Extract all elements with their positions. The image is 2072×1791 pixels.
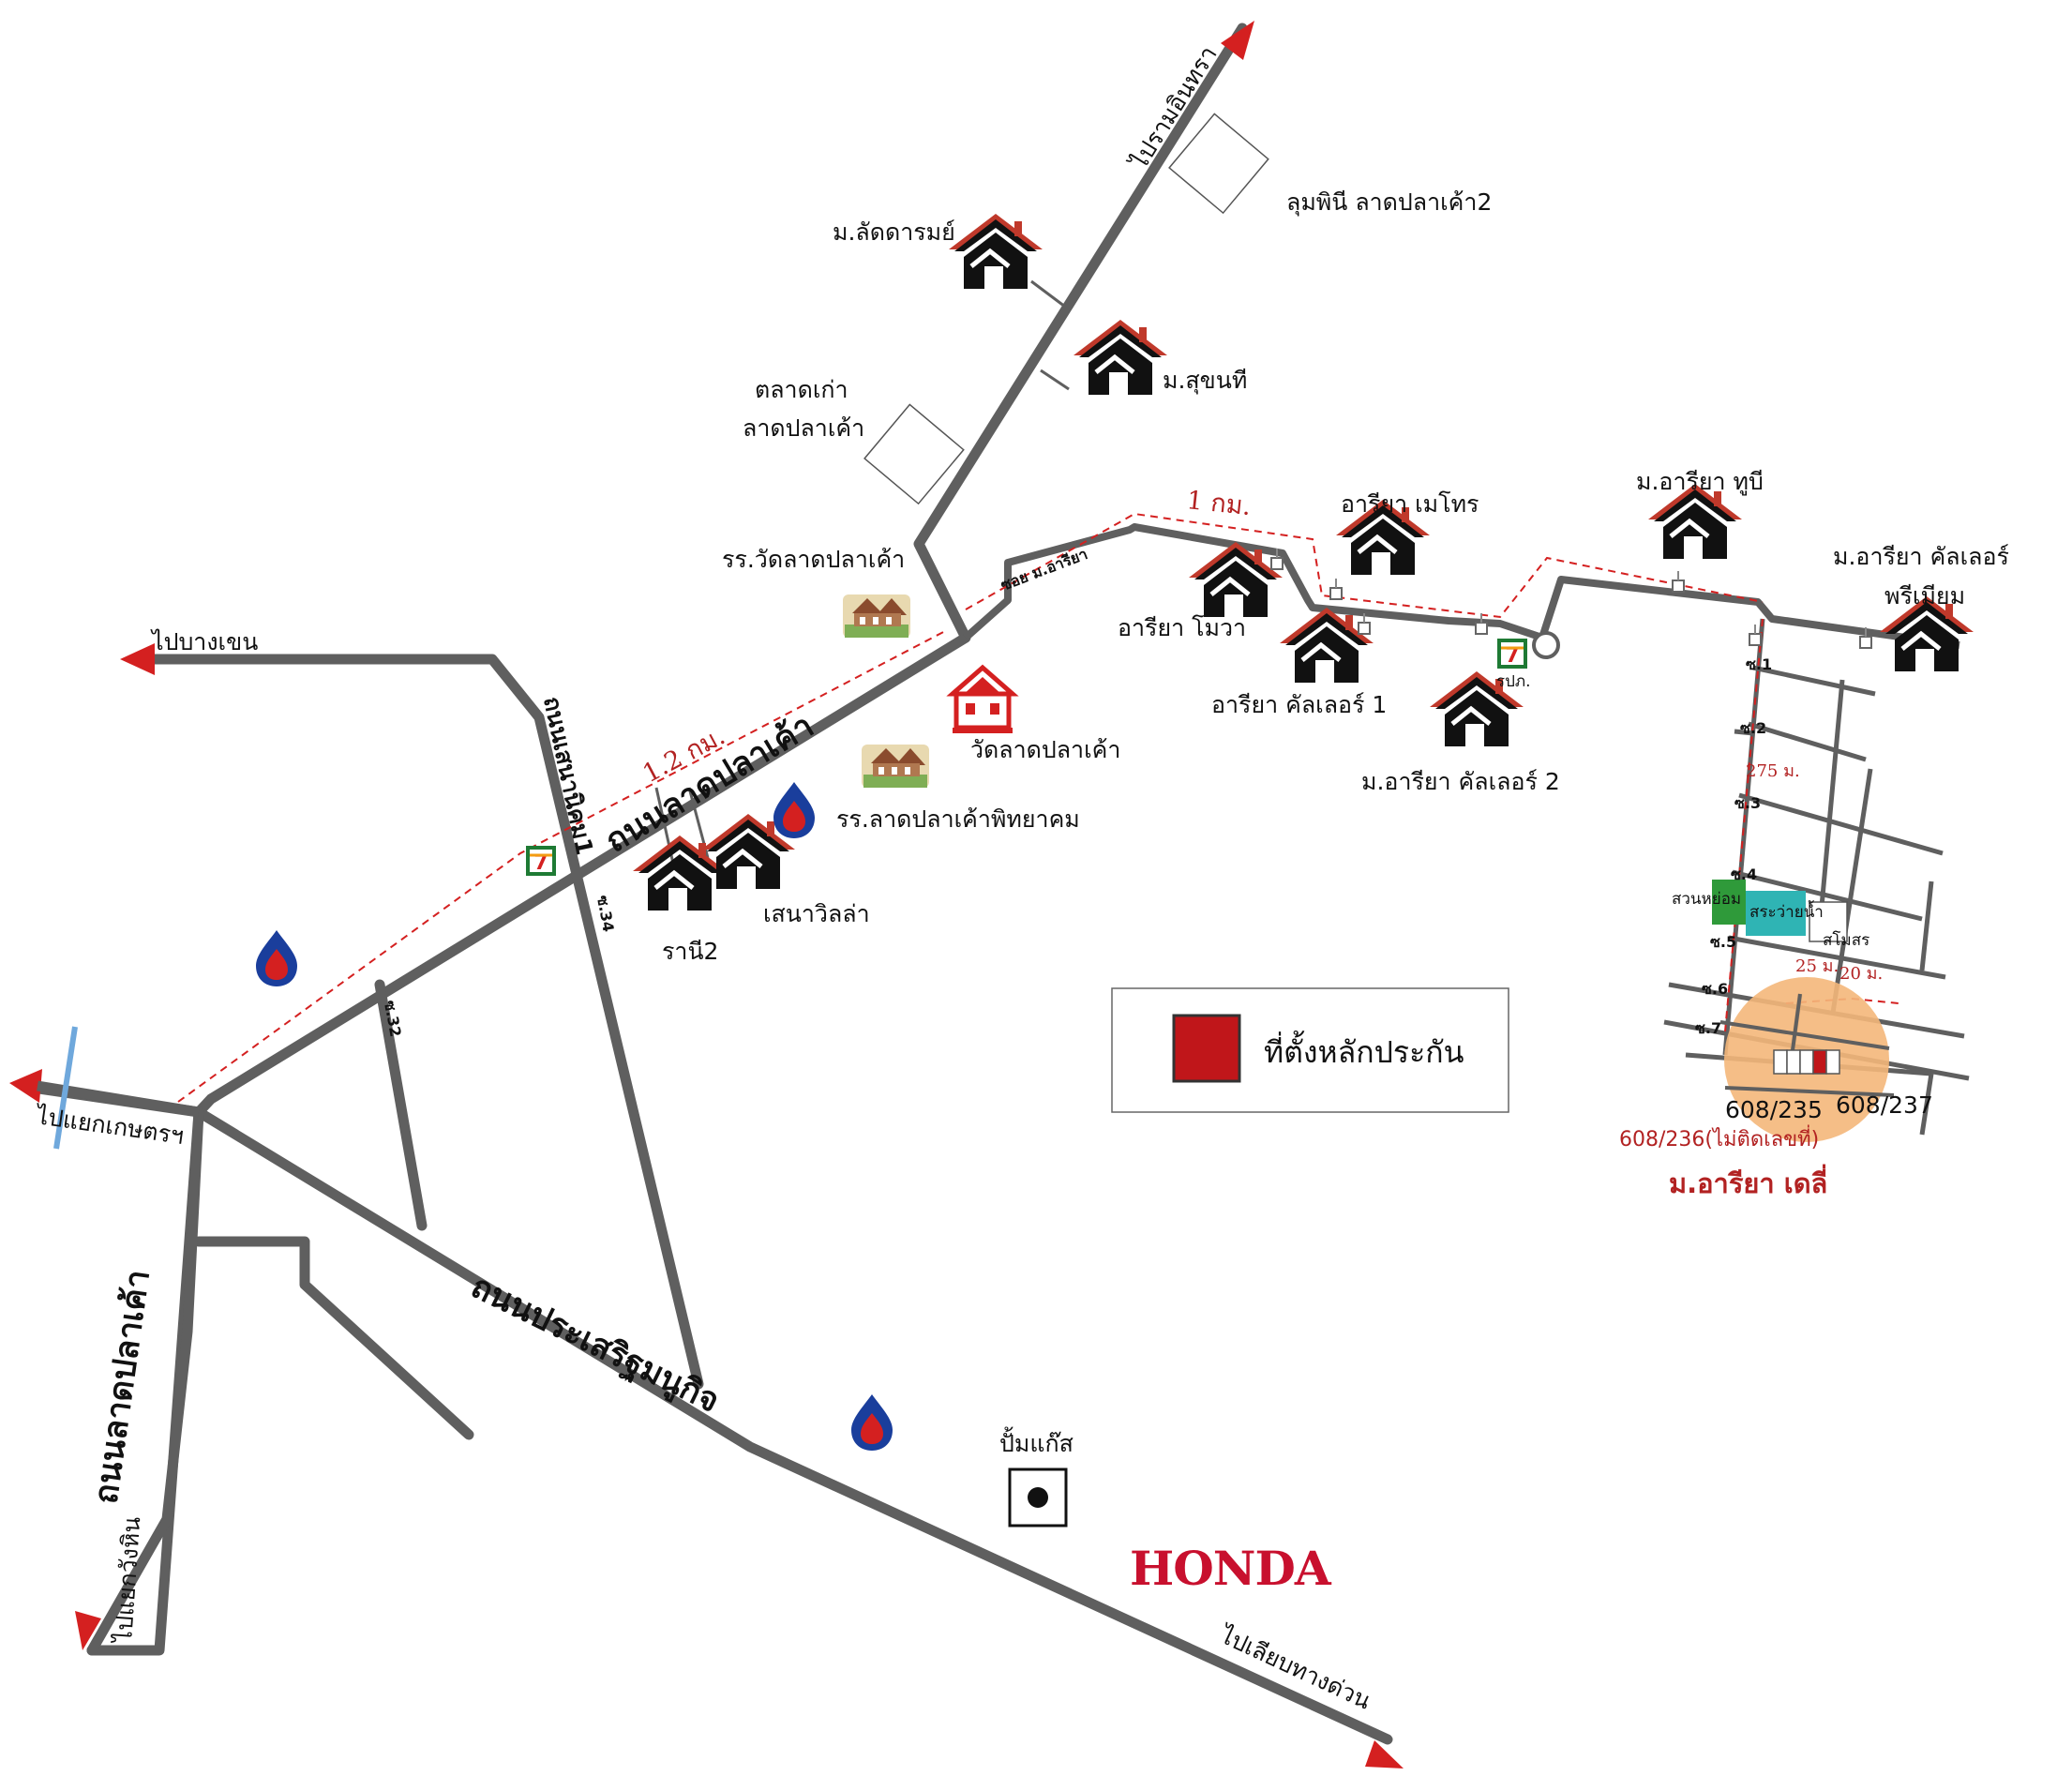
arrow-expressway [1365,1740,1404,1768]
pool-area [1746,891,1806,936]
label-school-wat: รร.วัดลาดปลาเค้า [722,546,905,573]
soi4-label: ซ.4 [1731,865,1757,883]
label-lot-235: 608/235 [1725,1096,1823,1123]
soi5-label: ซ.5 [1710,933,1736,951]
label-ariya-daily: ม.อารียา เดลี่ [1669,1164,1827,1199]
road-soi34-a [654,787,677,873]
distance-20m: 20 ม. [1839,964,1883,984]
dir-ram-inthra: ไปรามอินทรา [1124,41,1222,175]
label-lot-236: 608/236(ไม่ติดเลขที่) [1619,1124,1819,1151]
distance-1km: 1 กม. [1185,486,1252,521]
lumpini-square [1168,113,1269,215]
label-lattaram: ม.ลัดดารมย์ [833,218,955,246]
collateral-lots [1773,1049,1840,1075]
arrow-ram-inthra [1221,21,1254,60]
label-lumpini: ลุมพินี ลาดปลาเค้า2 [1286,188,1492,217]
soi1-label: ซ.1 [1746,655,1772,673]
label-ariya-mova: อารียา โมวา [1118,614,1246,641]
label-market-1: ตลาดเก่า [755,376,848,403]
seven-eleven-icon [1497,639,1527,670]
label-ariya-metro: อารียา เมโทร [1341,490,1479,518]
school-icon [862,745,929,788]
label-school-pitt: รร.ลาดปลาเค้าพิทยาคม [836,805,1080,833]
legend-label: ที่ตั้งหลักประกัน [1264,1031,1464,1070]
gas-station-icon [851,1394,893,1451]
road-south-spur [193,1236,474,1440]
label-ariya-color1: อารียา คัลเลอร์ 1 [1211,691,1387,718]
road-lattaram-spur [1030,279,1070,311]
label-park: สวนหย่อม [1672,890,1741,909]
canal-marker [53,1026,78,1150]
label-sena: เสนาวิลล่า [763,900,870,927]
dir-bang-khen: ไปบางเขน [150,628,258,655]
road-soi-ariya [963,523,1960,649]
gate-icon [1749,624,1762,646]
distance-25m: 25 ม. [1795,956,1839,976]
label-pool: สระว่ายน้ำ [1749,900,1824,922]
label-sukhonthi: ม.สุขนที [1163,367,1247,395]
label-ariya-premium-2: พรีเมียม [1884,582,1965,610]
distance-275m: 275 ม. [1746,761,1800,781]
gas-station-icon [256,930,297,986]
label-ranee: รานี2 [662,938,718,965]
house-icon [949,214,1043,289]
legend: ที่ตั้งหลักประกัน [1111,987,1509,1113]
club-area [1809,901,1848,942]
lpg-icon [1008,1467,1068,1528]
soi7-label: ซ.7 [1695,1019,1721,1037]
road-sukhonthi-spur [1040,369,1070,391]
label-lot-237: 608/237 [1836,1091,1933,1119]
direction-arrows [9,21,1404,1768]
soi2-label: ซ.2 [1740,719,1766,737]
house-icon [1280,608,1374,683]
label-ariya-2b: ม.อารียา ทูบี [1636,468,1764,496]
road-bang-khen [135,654,704,1390]
arrow-kaset [9,1069,42,1103]
road-soi32 [374,979,428,1231]
arrow-wang-hin [75,1611,101,1650]
roundabout [1532,631,1560,659]
park-area [1712,880,1746,925]
label-honda: HONDA [1130,1541,1332,1596]
temple-icon [946,664,1019,733]
label-market-2: ลาดปลาเค้า [743,414,864,442]
gate-icon [1475,612,1488,635]
label-rpp: รปภ. [1496,672,1531,691]
arrow-bang-khen [120,643,155,675]
label-ariya-color2: ม.อารียา คัลเลอร์ 2 [1361,768,1560,795]
road-senanikom-label: ถนนเสนานิคม1 [538,694,598,857]
gas-station-icon [773,782,815,838]
label-club: สโมสร [1823,930,1869,950]
label-ariya-premium-1: ม.อารียา คัลเลอร์ [1833,543,2009,570]
seven-eleven-icon [526,846,556,877]
soi3-label: ซ.3 [1734,794,1761,812]
gate-icon [1329,578,1343,600]
market-square [863,403,965,505]
legend-swatch [1172,1014,1241,1083]
gate-icon [1672,570,1685,593]
road-ram-inthra [193,23,1248,1118]
dir-wang-hin: ไปแยกวังหิน [110,1516,145,1646]
label-wat: วัดลาดปลาเค้า [970,736,1120,763]
school-icon [843,594,910,638]
house-icon [1074,320,1167,395]
soi34-label: ซ.34 [593,894,618,933]
road-lat-pla-khao-south-label: ถนนลาดปลาเค้า [87,1268,158,1506]
house-icon [1648,484,1742,559]
road-lat-pla-khao-south-main [86,1106,204,1656]
label-gas: ปั้มแก๊ส [999,1426,1074,1457]
soi6-label: ซ.6 [1702,980,1728,998]
